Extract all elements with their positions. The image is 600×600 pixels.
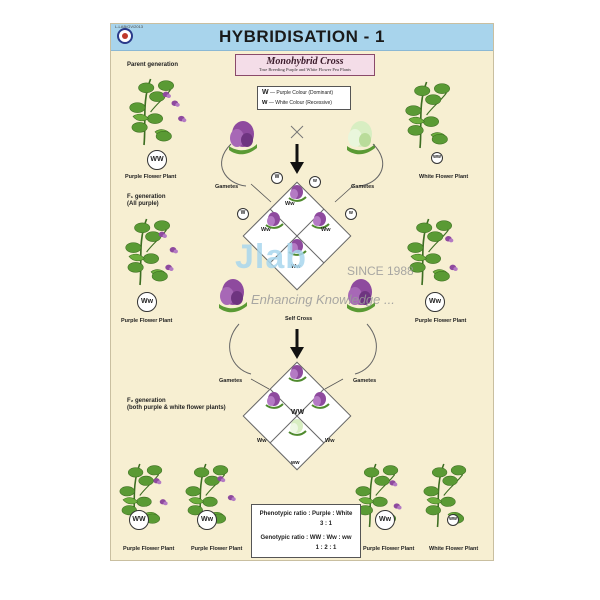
f2-plant-3-genotype: Ww [375, 510, 395, 530]
f2-punnett-square [242, 361, 352, 471]
parent-white-label: White Flower Plant [419, 174, 469, 180]
f2-generation-label: F₂ generation (both purple & white flowe… [127, 398, 226, 411]
phenotypic-ratio-label: Phenotypic ratio : Purple : White [259, 511, 353, 517]
parent-purple-label: Purple Flower Plant [125, 174, 177, 180]
f1-purple-plant-right [408, 219, 458, 285]
legend-recessive: w — White Colour (Recessive) [262, 99, 332, 106]
parent-generation-label: Parent generation [127, 62, 179, 68]
f2-cell-top: WW [291, 409, 305, 416]
f2-plant-4-genotype: ww [447, 514, 459, 526]
parent-white-genotype: ww [431, 152, 443, 164]
parent-purple-plant [130, 79, 187, 145]
arrow-down-icon [290, 144, 304, 174]
f1-right-genotype: Ww [425, 292, 445, 312]
parent-purple-flower [229, 121, 257, 155]
gamete-W-left: W [237, 208, 249, 220]
watermark-tagline: Enhancing Knowledge ... [251, 292, 395, 307]
legend-box: W — Purple Colour (Dominant) w — White C… [257, 86, 351, 110]
ratio-box: Phenotypic ratio : Purple : White 3 : 1 … [251, 504, 361, 558]
parent-purple-genotype: WW [147, 150, 167, 170]
f1-left-label: Purple Flower Plant [121, 318, 173, 324]
page-title: HYBRIDISATION - 1 [219, 27, 385, 46]
parent-white-plant [406, 82, 450, 148]
gamete-w-right: w [345, 208, 357, 220]
f1-cell-left: Ww [261, 227, 271, 233]
header-bar: L-LAB/GV/2013 HYBRIDISATION - 1 [111, 24, 493, 51]
gametes-label-left-2: Gametes [219, 378, 243, 384]
gamete-W-top: W [271, 172, 283, 184]
parent-white-flower [347, 121, 375, 155]
chart-poster: L-LAB/GV/2013 HYBRIDISATION - 1 [110, 23, 494, 561]
f2-plant-2-genotype: Ww [197, 510, 217, 530]
self-cross-flower-left [219, 279, 247, 313]
genotypic-ratio-label: Genotypic ratio : WW : Ww : ww [260, 535, 352, 541]
f2-cell-bottom: ww [291, 460, 300, 466]
f2-plant-1-genotype: WW [129, 510, 149, 530]
logo-icon [117, 28, 133, 44]
f1-cell-bottom: Ww [291, 264, 301, 270]
f2-plant-2-label: Purple Flower Plant [191, 546, 243, 552]
subtitle-note: True Breeding Purple and White Flower Pe… [258, 67, 352, 72]
f1-purple-plant-left [126, 219, 178, 285]
phenotypic-ratio-values: 3 : 1 [319, 521, 332, 527]
f2-cell-left: Ww [257, 438, 267, 444]
gamete-w-top: w [309, 176, 321, 188]
gametes-label-right-2: Gametes [353, 378, 377, 384]
gametes-label-right: Gametes [351, 184, 375, 190]
f2-plant-4-label: White Flower Plant [429, 546, 479, 552]
f1-left-genotype: Ww [137, 292, 157, 312]
f2-plant-1-label: Purple Flower Plant [123, 546, 175, 552]
f2-cell-right: Ww [325, 438, 335, 444]
genotypic-ratio-values: 1 : 2 : 1 [315, 545, 337, 551]
legend-dominant: W — Purple Colour (Dominant) [262, 89, 334, 96]
diagram-graphics [111, 24, 494, 561]
f1-cell-top: Ww [285, 201, 295, 207]
f1-cell-right: Ww [321, 227, 331, 233]
arrow-down-icon-2 [290, 329, 304, 359]
gametes-label-left: Gametes [215, 184, 239, 190]
subtitle: Monohybrid Cross [266, 56, 344, 67]
f2-white-plant [424, 464, 466, 527]
subtitle-box: Monohybrid Cross True Breeding Purple an… [235, 54, 375, 76]
poster-code: L-LAB/GV/2013 [115, 24, 144, 29]
f1-punnett-square [242, 181, 352, 291]
f1-generation-label: F₁ generation (All purple) [127, 194, 166, 207]
watermark-since: SINCE 1988 [347, 264, 414, 278]
self-cross-label: Self Cross [285, 316, 313, 322]
f2-plant-3-label: Purple Flower Plant [363, 546, 415, 552]
f1-right-label: Purple Flower Plant [415, 318, 467, 324]
watermark-brand: Jlab [235, 238, 308, 276]
